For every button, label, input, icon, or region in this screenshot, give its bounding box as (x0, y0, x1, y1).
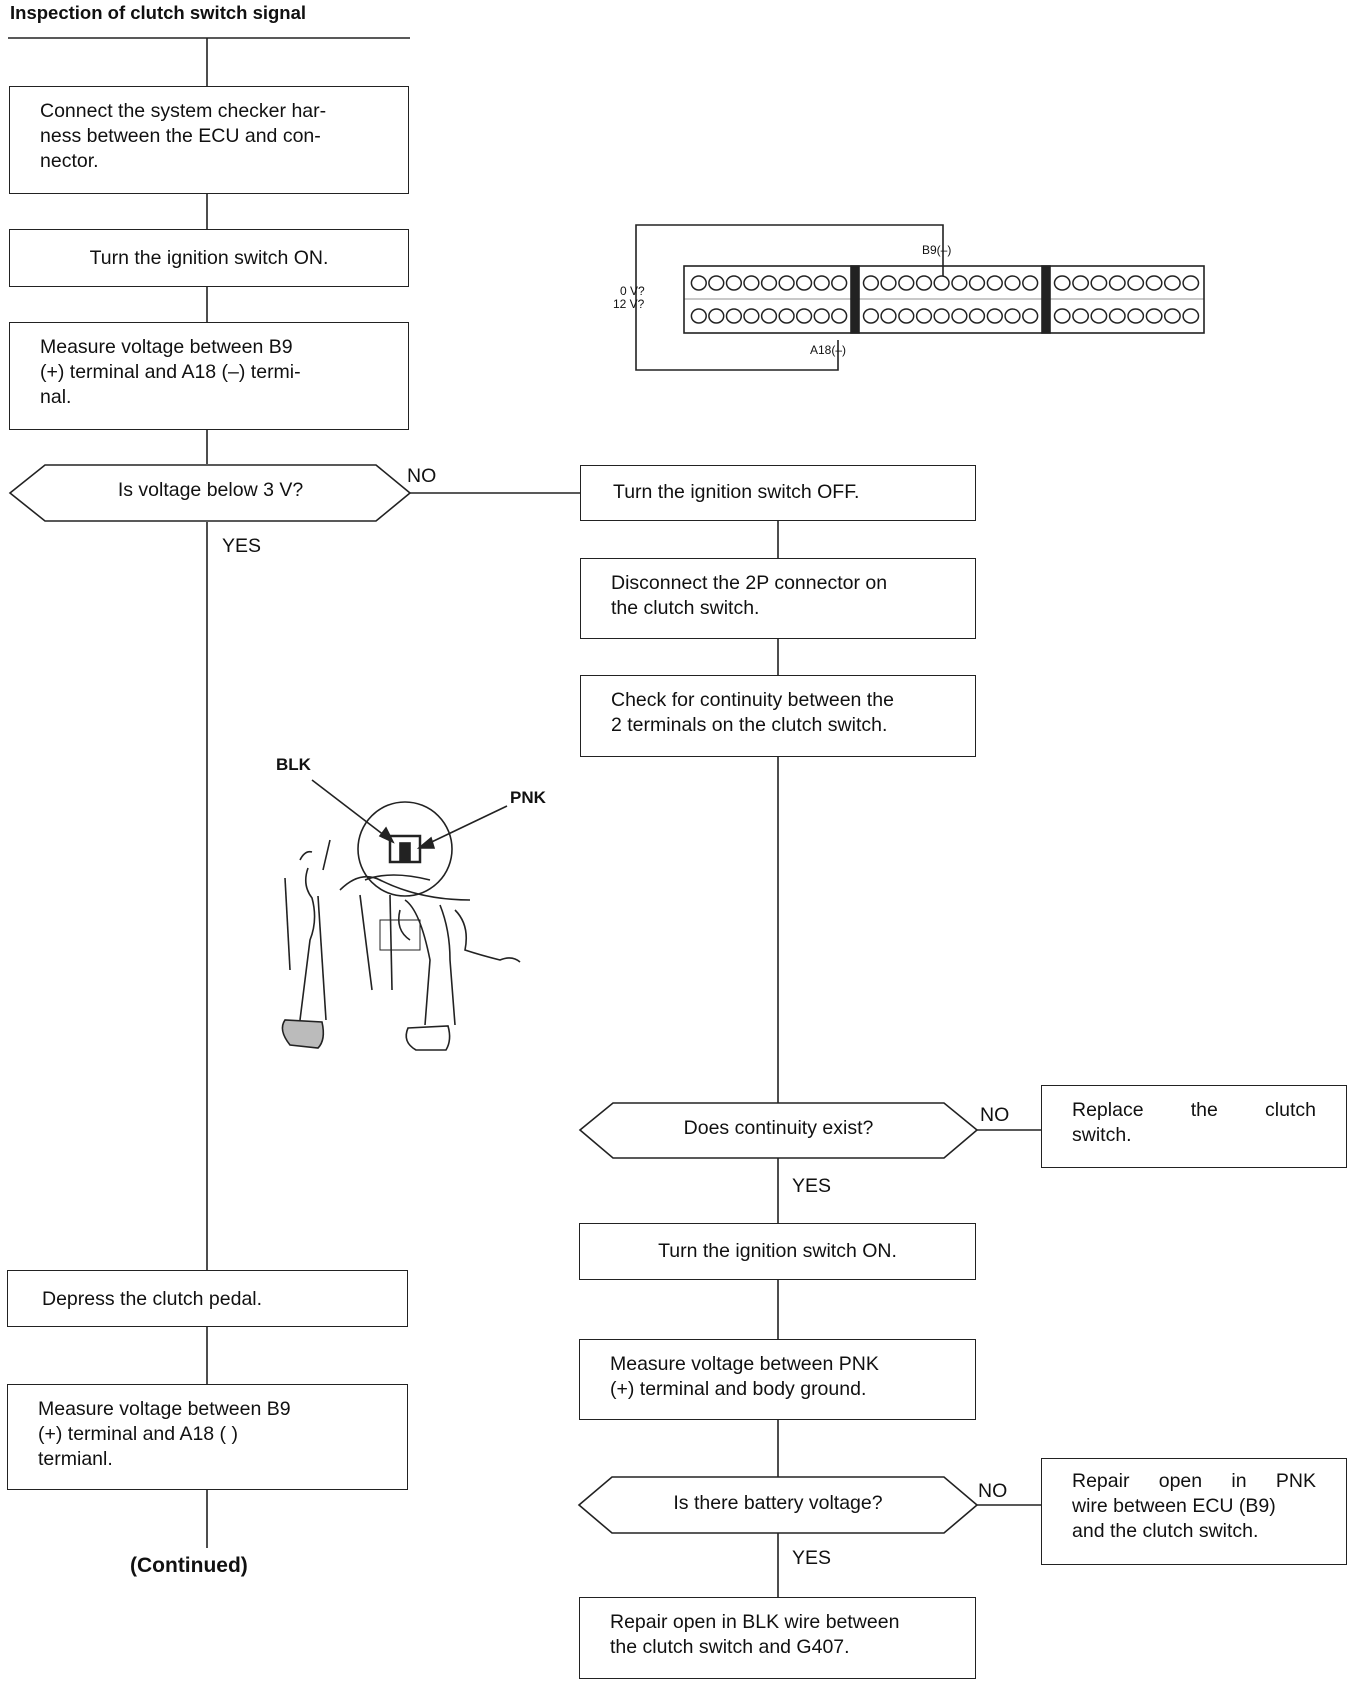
meter-label-12v: 12 V? (613, 297, 645, 311)
decision-voltage-shape (8, 464, 412, 522)
connector-pin (880, 308, 897, 324)
connector-pin (1127, 308, 1145, 324)
step-ignition-off: Turn the ignition switch OFF. (580, 465, 976, 521)
connector-pin (831, 275, 848, 291)
connector-pin (1004, 308, 1021, 324)
connector-pin (813, 308, 830, 324)
connector-pin (813, 275, 830, 291)
connector-pin (778, 308, 795, 324)
clutch-pedal-illustration (281, 779, 521, 1051)
connector-pin (690, 275, 707, 291)
connector-pin (1004, 275, 1021, 291)
voltage-no-label: NO (407, 465, 437, 487)
connector-pin (1090, 275, 1108, 291)
connector-pin (1163, 308, 1181, 324)
meter-label-0v: 0 V? (620, 284, 645, 298)
battery-no-label: NO (978, 1480, 1008, 1502)
connector-pin (760, 275, 778, 291)
connector-pin (862, 308, 880, 324)
connector-pin (986, 308, 1003, 324)
connector-pin (725, 275, 743, 291)
connector-pin (760, 308, 778, 324)
step-ignition-on-1: Turn the ignition switch ON. (9, 229, 409, 287)
connector-pin (743, 275, 760, 291)
connector-pin (1108, 275, 1126, 291)
connector-pin (880, 275, 897, 291)
connector-pin (951, 275, 968, 291)
ecu-connector-diagram (635, 224, 1205, 371)
connector-pin (743, 308, 760, 324)
connector-pin (725, 308, 743, 324)
connector-pin (915, 275, 933, 291)
connector-pin (831, 308, 848, 324)
connector-pin (915, 308, 933, 324)
connector-pin (1145, 308, 1163, 324)
connector-pin (1145, 275, 1163, 291)
connector-pin (1182, 308, 1200, 324)
connector-pin (1072, 308, 1090, 324)
step-replace-switch: Replace the clutch switch. (1041, 1085, 1347, 1168)
continuity-no-label: NO (980, 1104, 1010, 1126)
blk-wire-label: BLK (276, 755, 311, 774)
step-check-continuity: Check for continuity between the 2 termi… (580, 675, 976, 757)
connector-pin (1022, 275, 1039, 291)
connector-pin (690, 308, 707, 324)
connector-pin (968, 275, 986, 291)
connector-pin (1108, 308, 1126, 324)
connector-pin (898, 275, 915, 291)
connector-pin (1053, 275, 1071, 291)
connector-pin (1022, 308, 1039, 324)
decision-voltage-label: Is voltage below 3 V? (117, 479, 304, 501)
connector-pin (795, 275, 813, 291)
battery-yes-label: YES (792, 1547, 832, 1569)
step-disconnect-2p: Disconnect the 2P connector on the clutc… (580, 558, 976, 639)
pnk-wire-label: PNK (510, 788, 546, 807)
decision-battery-label: Is there battery voltage? (673, 1492, 883, 1514)
b9-terminal-label: B9(–) (922, 243, 952, 257)
continued-label: (Continued) (130, 1554, 248, 1577)
connector-pin (1127, 275, 1145, 291)
connector-pin (986, 275, 1003, 291)
decision-continuity-label: Does continuity exist? (683, 1117, 874, 1139)
connector-pin (1072, 275, 1090, 291)
connector-pin (898, 308, 915, 324)
page-title: Inspection of clutch switch signal (10, 2, 307, 23)
decision-battery-shape (577, 1476, 979, 1534)
voltage-yes-label: YES (222, 535, 262, 557)
connector-pin (708, 275, 725, 291)
connector-pin (951, 308, 968, 324)
connector-pin (862, 275, 880, 291)
step-ignition-on-2: Turn the ignition switch ON. (579, 1223, 976, 1280)
a18-terminal-label: A18(–) (810, 343, 847, 357)
connector-pin (933, 308, 950, 324)
connector-pins (690, 275, 1200, 324)
step-measure-pnk: Measure voltage between PNK (+) terminal… (579, 1339, 976, 1420)
step-measure-b9-a18: Measure voltage between B9 (+) terminal … (9, 322, 409, 430)
connector-pin (933, 275, 950, 291)
step-repair-pnk: Repair open in PNK wire between ECU (B9)… (1041, 1458, 1347, 1565)
step-measure-b9-a18-depressed: Measure voltage between B9 (+) terminal … (7, 1384, 408, 1490)
step-depress-pedal: Depress the clutch pedal. (7, 1270, 408, 1327)
step-repair-blk: Repair open in BLK wire between the clut… (579, 1597, 976, 1679)
connector-pin (1090, 308, 1108, 324)
connector-pin (1053, 308, 1071, 324)
decision-continuity-shape (578, 1102, 979, 1159)
continuity-yes-label: YES (792, 1175, 832, 1197)
connector-pin (795, 308, 813, 324)
connector-pin (968, 308, 986, 324)
connector-pin (708, 308, 725, 324)
connector-pin (1182, 275, 1200, 291)
connector-pin (778, 275, 795, 291)
connector-pin (1163, 275, 1181, 291)
step-connect-checker: Connect the system checker har- ness bet… (9, 86, 409, 194)
